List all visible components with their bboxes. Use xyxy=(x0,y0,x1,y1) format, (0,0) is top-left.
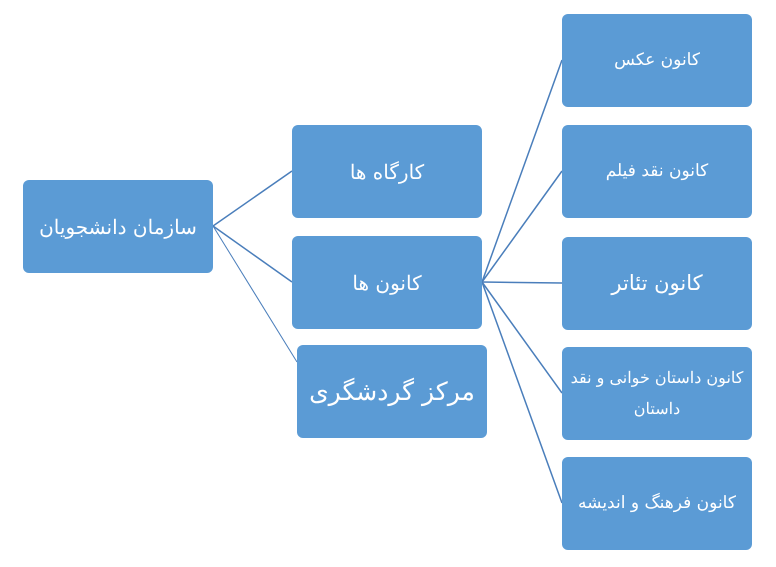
node-film-critique-club: کانون نقد فیلم xyxy=(562,125,752,218)
connector-clubs-to-theater xyxy=(481,281,563,284)
node-theater-club-label: کانون تئاتر xyxy=(611,270,703,295)
node-tourism-center: مرکز گردشگری xyxy=(297,345,487,438)
node-film-critique-club-label: کانون نقد فیلم xyxy=(605,160,709,181)
connector-root-to-clubs xyxy=(212,225,293,283)
connector-clubs-to-culture xyxy=(481,281,563,504)
node-photo-club-label: کانون عکس xyxy=(614,49,700,70)
node-story-club: کانون داستان خوانی و نقد داستان xyxy=(562,347,752,440)
connector-root-to-tourism xyxy=(212,225,298,363)
node-culture-club-label: کانون فرهنگ و اندیشه xyxy=(578,492,736,513)
root-node: سازمان دانشجویان xyxy=(23,180,213,273)
node-theater-club: کانون تئاتر xyxy=(562,237,752,330)
root-node-label: سازمان دانشجویان xyxy=(39,214,197,239)
connector-root-to-workshops xyxy=(212,170,293,227)
node-workshops-label: کارگاه ها xyxy=(349,159,425,184)
node-photo-club: کانون عکس xyxy=(562,14,752,107)
node-tourism-center-label: مرکز گردشگری xyxy=(309,376,475,406)
node-clubs: کانون ها xyxy=(292,236,482,329)
node-clubs-label: کانون ها xyxy=(352,270,422,295)
connector-clubs-to-photo xyxy=(481,59,563,283)
node-culture-club: کانون فرهنگ و اندیشه xyxy=(562,457,752,550)
connector-clubs-to-film xyxy=(481,170,563,283)
connector-clubs-to-story xyxy=(481,281,563,394)
node-story-club-label: کانون داستان خوانی و نقد داستان xyxy=(570,368,744,418)
node-workshops: کارگاه ها xyxy=(292,125,482,218)
